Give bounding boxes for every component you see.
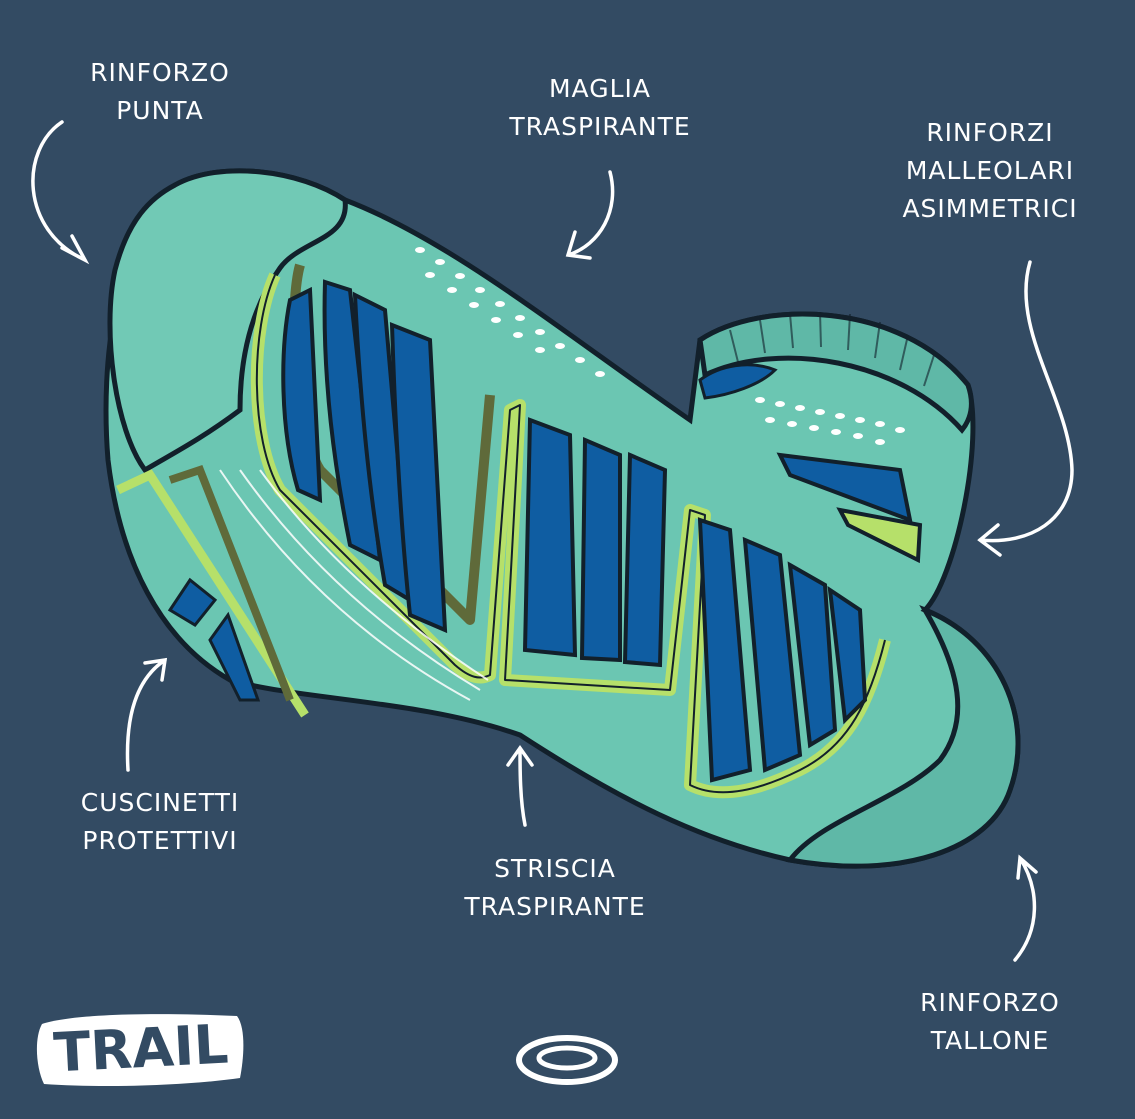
heel-reinforcement (785, 604, 1021, 869)
label-toe-reinforcement: RINFORZO PUNTA (50, 54, 270, 130)
label-protective-cushions: CUSCINETTI PROTETTIVI (40, 784, 280, 860)
cushion-pads (281, 279, 868, 783)
label-breathable-mesh: MAGLIA TRASPIRANTE (440, 70, 760, 146)
cuff-ribs (729, 311, 936, 387)
label-line: RINFORZO (90, 58, 230, 87)
arrow-ankle (977, 260, 1074, 557)
label-ankle-reinforcements: RINFORZI MALLEOLARI ASIMMETRICI (855, 114, 1125, 228)
annotation-arrows (31, 120, 1074, 962)
label-line: MAGLIA (548, 74, 651, 103)
label-line: RINFORZI (926, 118, 1054, 147)
label-line: PUNTA (116, 96, 204, 125)
label-line: TRASPIRANTE (509, 112, 691, 141)
arrow-cushion (125, 657, 168, 772)
side-cushions (116, 465, 309, 718)
ankle-cuff (697, 311, 974, 434)
arrow-heel (1013, 854, 1038, 962)
trail-badge (36, 1014, 244, 1086)
label-line: CUSCINETTI (80, 788, 240, 817)
label-line: STRISCIA (494, 854, 616, 883)
toe-reinforcement (107, 168, 348, 474)
label-line: TALLONE (930, 1026, 1050, 1055)
label-breathable-strip: STRISCIA TRASPIRANTE (410, 850, 700, 926)
label-line: TRASPIRANTE (464, 892, 646, 921)
arrow-toe (31, 120, 90, 265)
arrow-strip (506, 744, 534, 827)
brand-logo-icon (516, 1035, 618, 1085)
mesh-dots (415, 247, 905, 445)
label-line: RINFORZO (920, 988, 1060, 1017)
label-line: PROTETTIVI (82, 826, 238, 855)
arrow-mesh (565, 170, 615, 260)
trail-badge-text: TRAIL (52, 1012, 230, 1085)
label-line: MALLEOLARI (905, 156, 1075, 185)
label-line: ASIMMETRICI (902, 194, 1078, 223)
sock-illustration (103, 168, 1021, 869)
strip-lines (219, 469, 489, 701)
ankle-reinforcements (698, 363, 923, 564)
label-heel-reinforcement: RINFORZO TALLONE (880, 984, 1100, 1060)
